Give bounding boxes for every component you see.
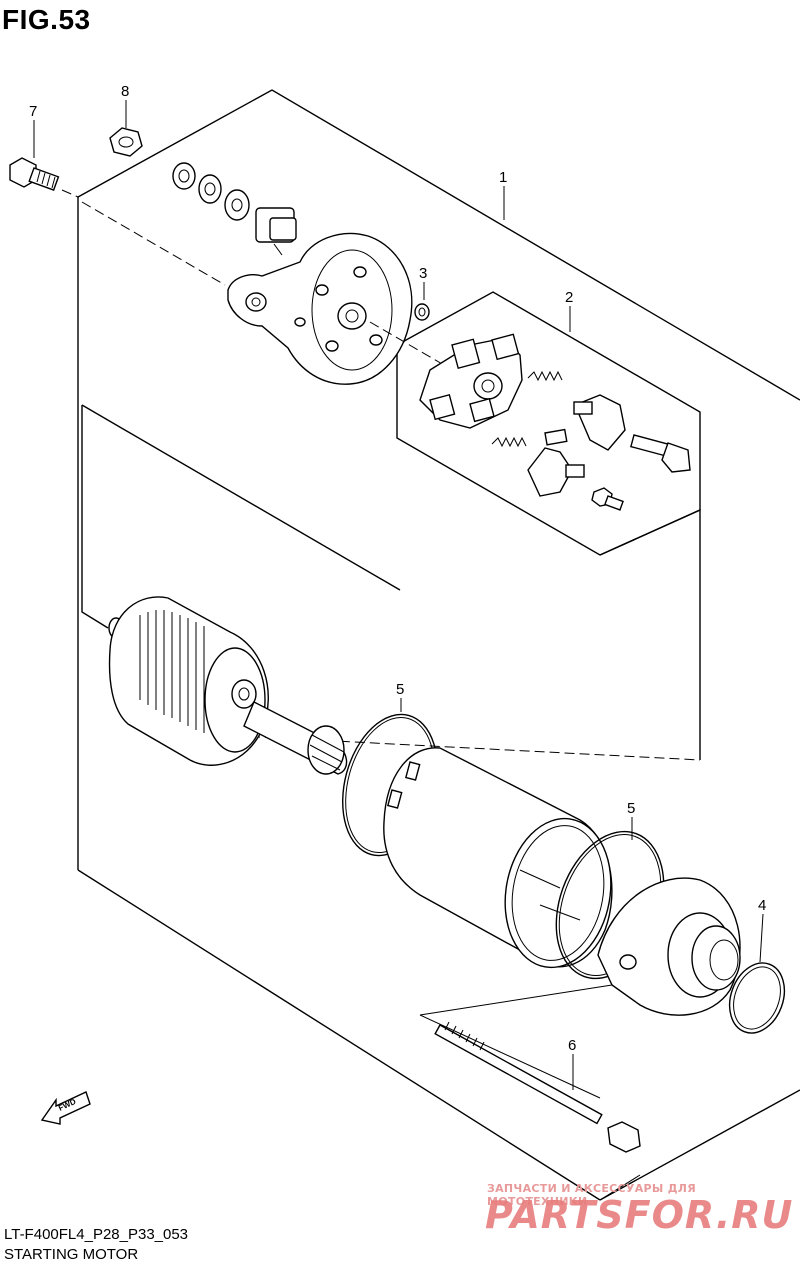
figure-caption: STARTING MOTOR — [4, 1246, 139, 1263]
bolt-part-7 — [9, 157, 79, 198]
callout-5-lower: 5 — [627, 800, 635, 817]
callout-leaders — [33, 100, 764, 1090]
callout-7: 7 — [29, 103, 37, 120]
armature — [108, 596, 348, 775]
figure-title: FIG.53 — [2, 4, 91, 35]
callout-2: 2 — [565, 289, 573, 306]
watermark-brand: PARTSFOR.RU — [485, 1193, 794, 1237]
brush-holder-assembly — [419, 333, 691, 511]
front-end-cover — [597, 877, 741, 1016]
callout-labels: 1 2 3 4 5 5 6 7 8 — [29, 83, 766, 1054]
yoke-housing — [383, 747, 613, 969]
washer-stack — [172, 162, 297, 256]
brush-holder-box-part-2 — [396, 291, 701, 556]
callout-4: 4 — [758, 897, 766, 914]
nut-part-8 — [109, 127, 143, 157]
fwd-arrow-icon: FWD — [40, 1091, 91, 1125]
rear-end-cover — [227, 232, 481, 387]
callout-3: 3 — [419, 265, 427, 282]
callout-6: 6 — [568, 1037, 576, 1054]
o-ring-part-4 — [728, 962, 786, 1034]
through-bolt-part-6 — [419, 984, 641, 1153]
callout-1: 1 — [499, 169, 507, 186]
watermark-tagline: ЗАПЧАСТИ И АКСЕССУАРЫ ДЛЯ МОТОТЕХНИКИ — [487, 1182, 697, 1208]
o-ring-part-3 — [414, 303, 430, 321]
callout-5-upper: 5 — [396, 681, 404, 698]
callout-8: 8 — [121, 83, 129, 100]
drawing-code: LT-F400FL4_P28_P33_053 — [4, 1226, 189, 1243]
